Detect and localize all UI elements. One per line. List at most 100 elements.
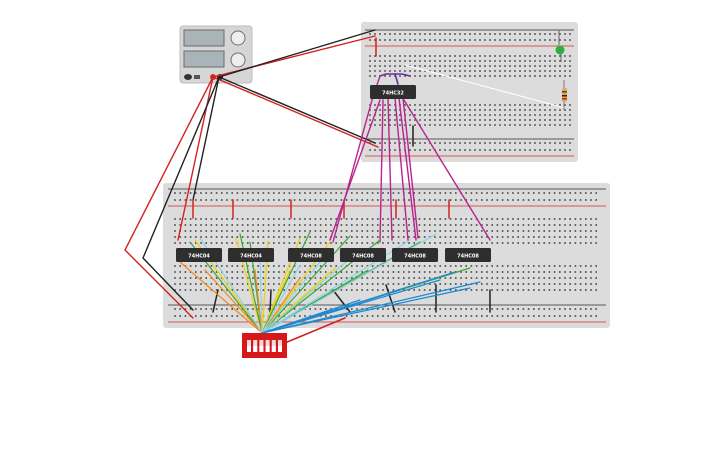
hole bbox=[413, 192, 415, 194]
hole bbox=[504, 75, 506, 77]
hole bbox=[470, 192, 473, 194]
hole bbox=[257, 283, 259, 285]
hole bbox=[499, 39, 501, 41]
wire-fanout bbox=[179, 261, 263, 334]
hole bbox=[215, 283, 218, 285]
hole bbox=[418, 199, 421, 201]
wire-fanout bbox=[261, 271, 456, 334]
hole bbox=[564, 39, 566, 41]
hole bbox=[397, 277, 400, 279]
hole bbox=[371, 315, 374, 317]
hole bbox=[464, 39, 466, 41]
hole bbox=[491, 199, 493, 201]
hole bbox=[544, 114, 546, 116]
hole bbox=[439, 218, 441, 220]
hole bbox=[455, 199, 457, 201]
hole bbox=[382, 315, 384, 317]
hole bbox=[464, 124, 466, 126]
hole bbox=[174, 315, 176, 317]
power-supply[interactable] bbox=[179, 25, 253, 84]
hole bbox=[507, 218, 509, 220]
hole bbox=[539, 104, 541, 106]
hole bbox=[549, 75, 551, 77]
hole bbox=[424, 70, 426, 72]
hole bbox=[522, 242, 525, 244]
hole bbox=[559, 224, 561, 226]
hole bbox=[200, 308, 202, 310]
hole bbox=[262, 236, 265, 238]
hole bbox=[491, 271, 493, 273]
hole bbox=[429, 224, 431, 226]
hole bbox=[394, 142, 396, 144]
hole bbox=[387, 224, 389, 226]
hole bbox=[314, 308, 317, 310]
hole bbox=[444, 242, 447, 244]
chip-upper[interactable]: 74HC32 bbox=[370, 85, 416, 99]
hole bbox=[507, 236, 509, 238]
hole bbox=[544, 119, 546, 121]
hole bbox=[549, 65, 551, 67]
hole bbox=[184, 236, 187, 238]
hole bbox=[569, 283, 571, 285]
upper-breadboard[interactable] bbox=[361, 22, 578, 162]
hole bbox=[356, 192, 358, 194]
hole bbox=[414, 124, 416, 126]
hole bbox=[283, 230, 285, 232]
hole bbox=[439, 277, 441, 279]
led[interactable] bbox=[555, 30, 565, 62]
hole bbox=[455, 277, 457, 279]
hole bbox=[507, 199, 509, 201]
hole bbox=[590, 242, 592, 244]
hole bbox=[215, 308, 218, 310]
hole bbox=[419, 65, 421, 67]
hole bbox=[481, 308, 483, 310]
hole bbox=[449, 277, 452, 279]
hole bbox=[210, 230, 213, 232]
resistor[interactable] bbox=[562, 80, 567, 110]
hole bbox=[496, 242, 499, 244]
wires[interactable] bbox=[124, 29, 566, 346]
hole bbox=[479, 142, 481, 144]
hole bbox=[475, 236, 478, 238]
hole bbox=[423, 236, 426, 238]
hole bbox=[195, 192, 197, 194]
hole bbox=[585, 308, 587, 310]
hole bbox=[527, 236, 530, 238]
hole bbox=[569, 104, 571, 106]
hole bbox=[464, 60, 466, 62]
hole bbox=[413, 277, 415, 279]
hole bbox=[569, 308, 571, 310]
hole bbox=[409, 114, 411, 116]
hole bbox=[543, 271, 545, 273]
lower-breadboard[interactable] bbox=[163, 183, 610, 328]
hole bbox=[330, 315, 332, 317]
dip-switch[interactable] bbox=[242, 333, 287, 358]
hole bbox=[595, 271, 597, 273]
hole bbox=[569, 70, 571, 72]
hole bbox=[559, 55, 561, 57]
hole bbox=[517, 218, 519, 220]
hole bbox=[459, 60, 461, 62]
hole bbox=[179, 277, 181, 279]
hole bbox=[559, 271, 561, 273]
hole bbox=[538, 218, 540, 220]
hole bbox=[519, 39, 521, 41]
hole bbox=[361, 230, 363, 232]
hole bbox=[424, 114, 426, 116]
hole bbox=[394, 109, 396, 111]
hole bbox=[509, 104, 511, 106]
hole bbox=[455, 192, 457, 194]
hole bbox=[444, 283, 447, 285]
lower-chips[interactable]: 74HC04 74HC04 74HC08 74HC08 74HC08 74HC0… bbox=[176, 248, 491, 262]
hole bbox=[273, 271, 275, 273]
hole bbox=[474, 114, 476, 116]
hole bbox=[494, 70, 496, 72]
hole bbox=[200, 218, 202, 220]
hole bbox=[569, 39, 571, 41]
hole bbox=[413, 242, 415, 244]
wire-fanout bbox=[261, 277, 301, 334]
hole bbox=[397, 230, 400, 232]
hole bbox=[464, 70, 466, 72]
hole bbox=[231, 283, 233, 285]
